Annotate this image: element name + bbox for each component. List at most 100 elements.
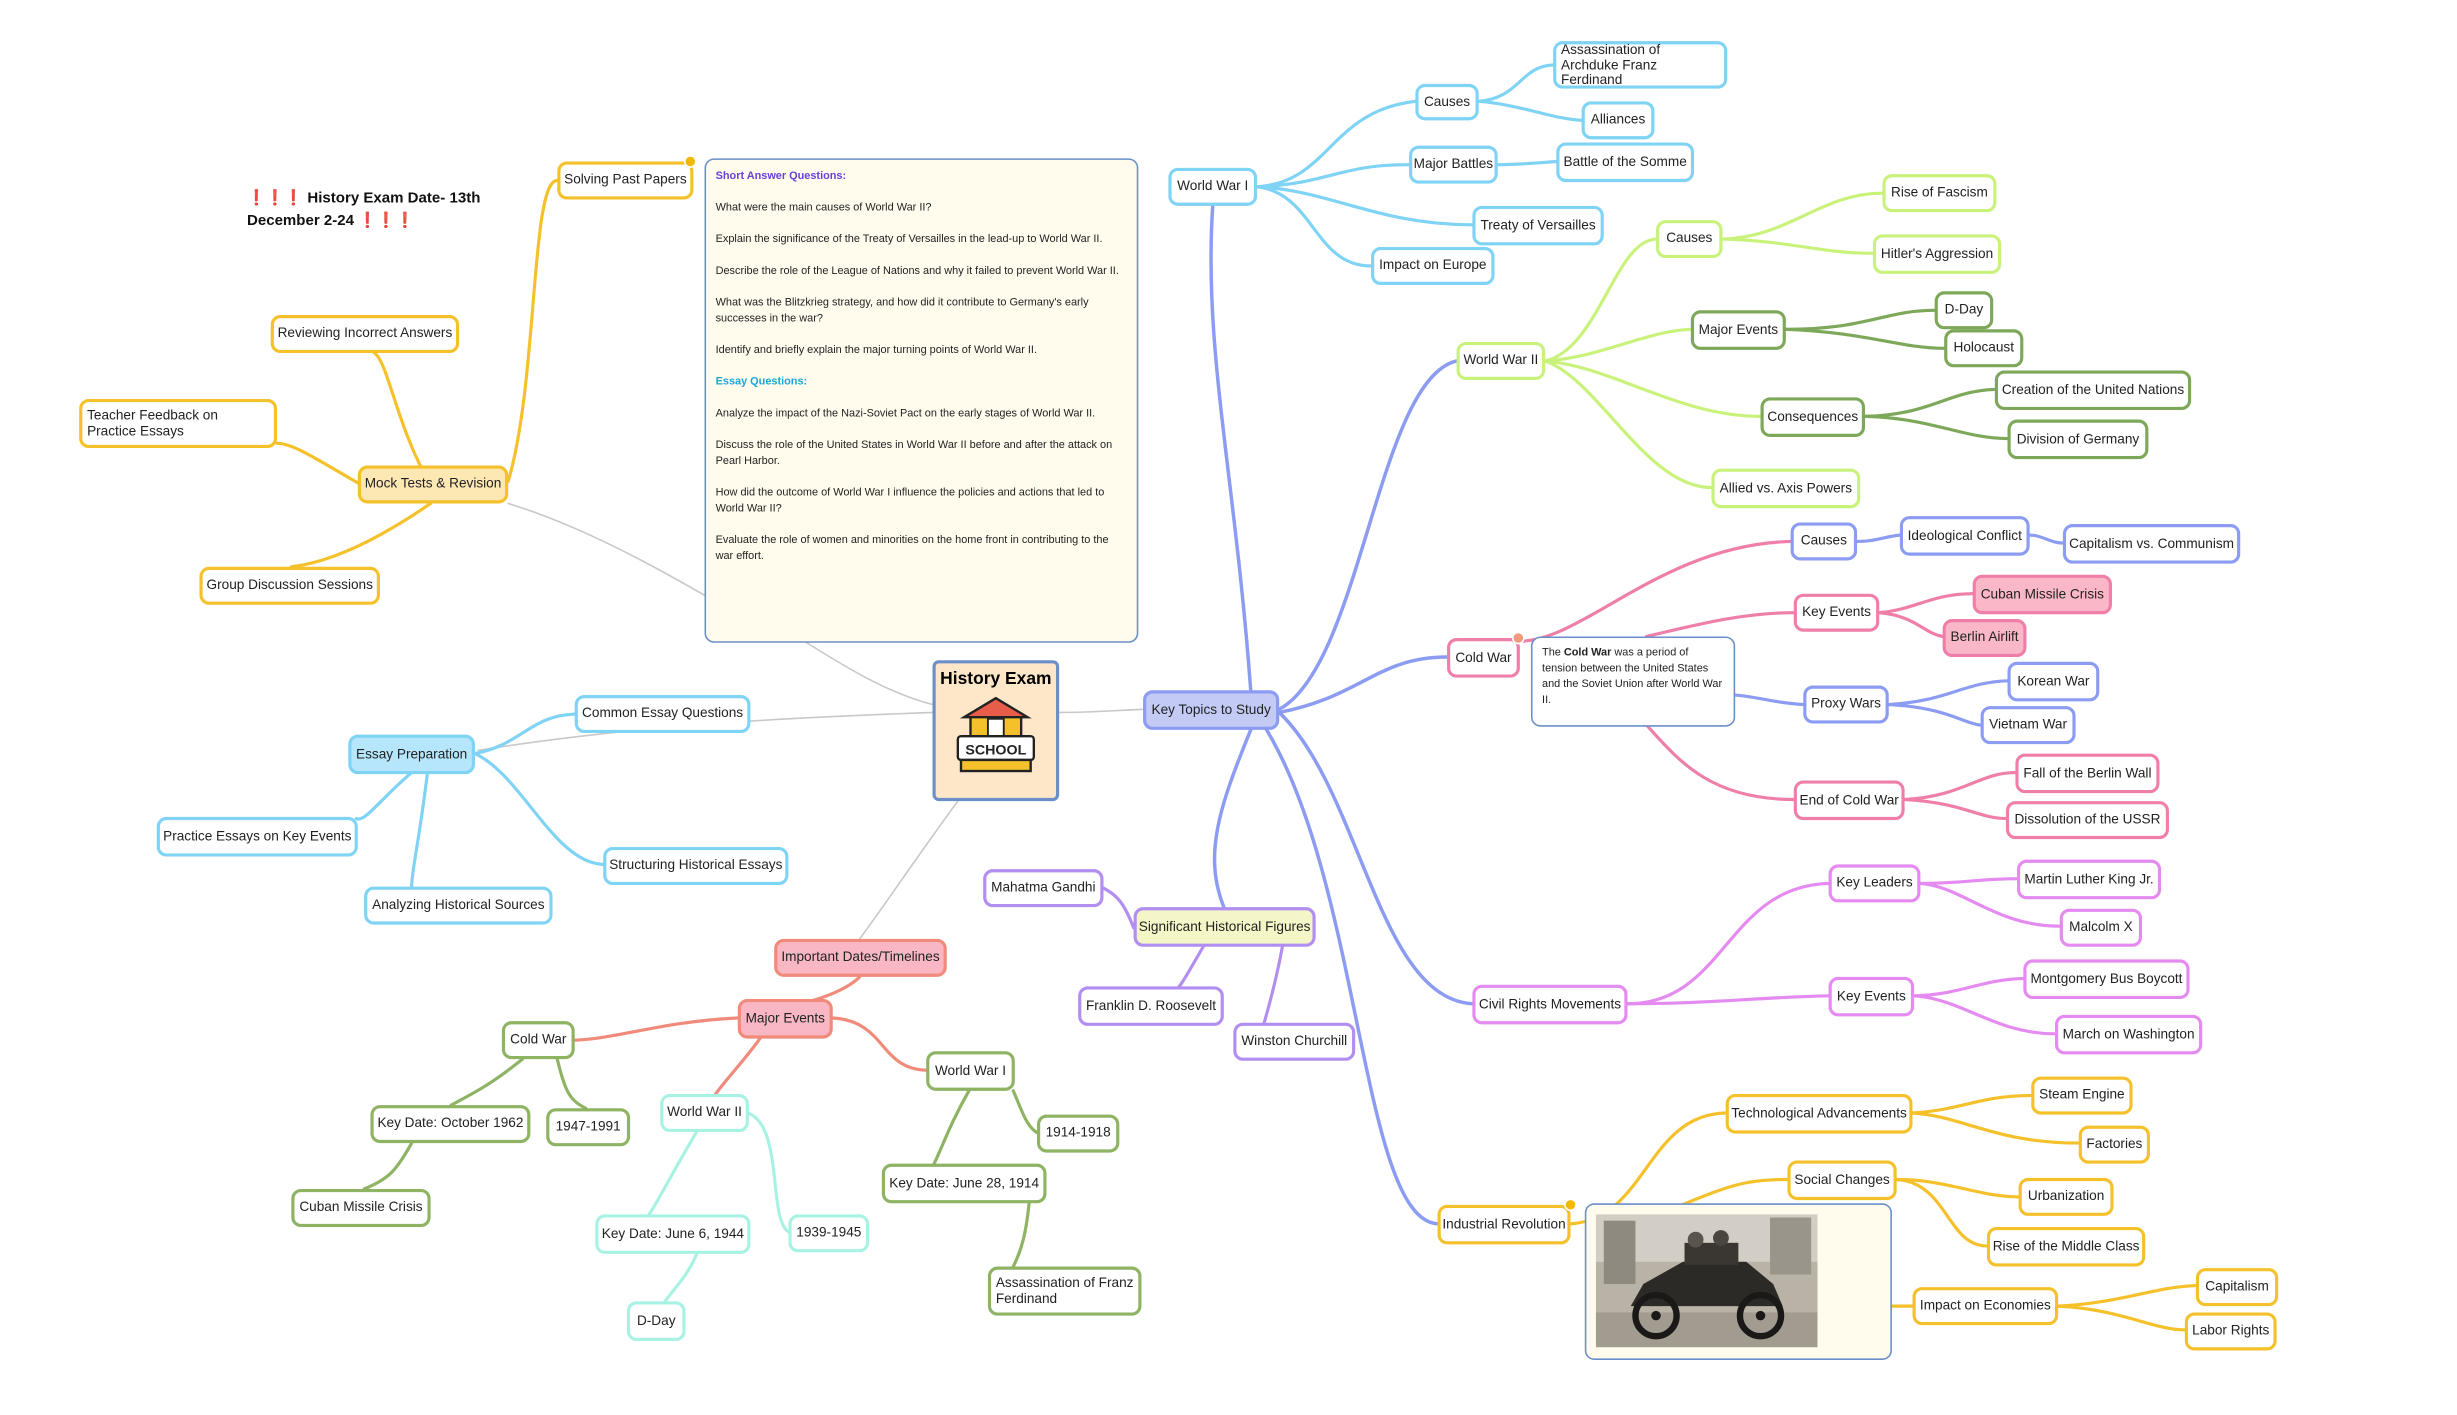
dates-cuban-crisis[interactable]: Cuban Missile Crisis	[291, 1188, 431, 1227]
cold-war-berlin-airlift[interactable]: Berlin Airlift	[1942, 619, 2027, 658]
group-discussion[interactable]: Group Discussion Sessions	[199, 566, 380, 605]
exam-date-text: History Exam Date- 13th December 2-24	[246, 189, 481, 230]
cold-war-capitalism[interactable]: Capitalism vs. Communism	[2062, 524, 2241, 564]
dates-ww1-key-date[interactable]: Key Date: June 28, 1914	[881, 1163, 1047, 1204]
common-essay-questions[interactable]: Common Essay Questions	[574, 695, 751, 734]
short-answer-heading: Short Answer Questions:	[715, 170, 847, 183]
dates-cold-war[interactable]: Cold War	[501, 1021, 575, 1060]
analyzing-sources[interactable]: Analyzing Historical Sources	[364, 886, 553, 925]
ww1-node[interactable]: World War I	[1168, 167, 1258, 206]
ww2-hitler-aggression[interactable]: Hitler's Aggression	[1872, 234, 2002, 274]
dates-ww2-key-date[interactable]: Key Date: June 6, 1944	[595, 1214, 751, 1254]
ww1-impact[interactable]: Impact on Europe	[1371, 246, 1495, 285]
reviewing-incorrect-answers[interactable]: Reviewing Incorrect Answers	[270, 315, 460, 354]
cold-war-note: The Cold War was a period of tension bet…	[1530, 636, 1736, 727]
cold-war-berlin-wall[interactable]: Fall of the Berlin Wall	[2015, 753, 2160, 794]
cold-war-key-events[interactable]: Key Events	[1793, 593, 1880, 632]
short-question-2: Explain the significance of the Treaty o…	[715, 234, 1103, 246]
ww2-rise-of-fascism[interactable]: Rise of Fascism	[1882, 174, 1997, 213]
cold-war-causes[interactable]: Causes	[1790, 522, 1858, 561]
figure-gandhi[interactable]: Mahatma Gandhi	[983, 869, 1104, 908]
branch-mock-tests[interactable]: Mock Tests & Revision	[357, 465, 509, 504]
essay-questions-heading: Essay Questions:	[715, 376, 808, 388]
industrial-labor-rights[interactable]: Labor Rights	[2184, 1312, 2277, 1351]
dates-ww1-years[interactable]: 1914-1918	[1036, 1114, 1120, 1153]
civil-key-events[interactable]: Key Events	[1828, 976, 1915, 1017]
dates-ww2[interactable]: World War II	[660, 1093, 749, 1132]
dates-ww1[interactable]: World War I	[926, 1051, 1015, 1091]
civil-malcolm[interactable]: Malcolm X	[2059, 908, 2143, 947]
civil-bus-boycott[interactable]: Montgomery Bus Boycott	[2023, 959, 2190, 999]
industrial-economies[interactable]: Impact on Economies	[1912, 1287, 2059, 1326]
industrial-urbanization[interactable]: Urbanization	[2018, 1177, 2114, 1216]
ww2-node[interactable]: World War II	[1456, 341, 1546, 380]
cold-war-node[interactable]: Cold War	[1447, 638, 1520, 678]
essay-question-1: Analyze the impact of the Nazi-Soviet Pa…	[715, 408, 1096, 420]
branch-solving-past-papers[interactable]: Solving Past Papers	[557, 161, 694, 200]
industrial-capitalism[interactable]: Capitalism	[2195, 1268, 2279, 1307]
teacher-feedback[interactable]: Teacher Feedback on Practice Essays	[79, 398, 278, 449]
figure-churchill[interactable]: Winston Churchill	[1233, 1022, 1356, 1061]
alert-marks-left: ❗❗❗	[246, 189, 304, 208]
civil-key-leaders[interactable]: Key Leaders	[1828, 864, 1921, 903]
root-title: History Exam	[940, 669, 1052, 689]
ww1-treaty[interactable]: Treaty of Versailles	[1472, 205, 1604, 246]
civil-rights-node[interactable]: Civil Rights Movements	[1472, 984, 1628, 1025]
civil-march[interactable]: March on Washington	[2054, 1014, 2203, 1055]
ww1-alliances[interactable]: Alliances	[1581, 101, 1655, 140]
cold-war-note-post: was a period of tension between the Unit…	[1542, 647, 1723, 707]
root-node[interactable]: History Exam SCHOOL	[932, 660, 1060, 802]
ww1-major-battles[interactable]: Major Battles	[1409, 145, 1498, 184]
cold-war-ideological[interactable]: Ideological Conflict	[1899, 516, 2030, 556]
industrial-social[interactable]: Social Changes	[1787, 1160, 1897, 1201]
cold-war-end[interactable]: End of Cold War	[1793, 780, 1905, 821]
cold-war-vietnam[interactable]: Vietnam War	[1980, 706, 2076, 745]
dates-cold-years[interactable]: 1947-1991	[546, 1108, 631, 1147]
ww1-somme[interactable]: Battle of the Somme	[1556, 142, 1695, 183]
cold-war-cuban-crisis[interactable]: Cuban Missile Crisis	[1972, 574, 2112, 615]
dates-cold-key-date[interactable]: Key Date: October 1962	[370, 1105, 531, 1144]
short-question-5: Identify and briefly explain the major t…	[715, 345, 1037, 357]
cold-war-connector-dot	[1511, 631, 1525, 645]
cold-war-note-bold: Cold War	[1563, 647, 1612, 659]
cold-war-korean[interactable]: Korean War	[2007, 661, 2100, 702]
essay-question-2: Discuss the role of the United States in…	[715, 440, 1113, 468]
school-building-icon: SCHOOL	[956, 696, 1036, 773]
ww2-allied-axis[interactable]: Allied vs. Axis Powers	[1711, 468, 1861, 509]
ww2-dday[interactable]: D-Day	[1934, 291, 1994, 330]
dates-dday[interactable]: D-Day	[626, 1301, 686, 1341]
civil-mlk[interactable]: Martin Luther King Jr.	[2016, 859, 2162, 900]
vintage-car-photo	[1595, 1214, 1818, 1348]
ww2-united-nations[interactable]: Creation of the United Nations	[1994, 370, 2192, 411]
short-question-3: Describe the role of the League of Natio…	[715, 265, 1119, 278]
industrial-tech[interactable]: Technological Advancements	[1725, 1093, 1913, 1134]
ww2-causes[interactable]: Causes	[1656, 220, 1723, 259]
branch-essay-preparation[interactable]: Essay Preparation	[348, 734, 475, 775]
practice-essays[interactable]: Practice Essays on Key Events	[156, 816, 358, 857]
branch-important-dates[interactable]: Important Dates/Timelines	[774, 938, 947, 977]
figures-node[interactable]: Significant Historical Figures	[1133, 907, 1316, 947]
school-badge-text: SCHOOL	[965, 742, 1026, 758]
alert-marks-right: ❗❗❗	[358, 211, 415, 230]
exam-date-heading: ❗❗❗ History Exam Date- 13th December 2-2…	[247, 188, 516, 232]
dates-major-events[interactable]: Major Events	[737, 998, 833, 1039]
industrial-factories[interactable]: Factories	[2078, 1125, 2150, 1164]
cold-war-ussr[interactable]: Dissolution of the USSR	[2005, 801, 2169, 840]
ww2-holocaust[interactable]: Holocaust	[1944, 329, 2024, 368]
cold-war-proxy-wars[interactable]: Proxy Wars	[1803, 685, 1889, 724]
dates-ww1-assassination[interactable]: Assassination of Franz Ferdinand	[987, 1266, 1142, 1316]
figure-fdr[interactable]: Franklin D. Roosevelt	[1078, 986, 1224, 1026]
ww1-causes[interactable]: Causes	[1415, 83, 1479, 121]
industrial-node[interactable]: Industrial Revolution	[1437, 1204, 1571, 1245]
industrial-steam[interactable]: Steam Engine	[2031, 1076, 2133, 1115]
ww2-consequences[interactable]: Consequences	[1760, 397, 1866, 437]
ww1-archduke[interactable]: Assassination of Archduke Franz Ferdinan…	[1553, 41, 1728, 89]
ww2-division-germany[interactable]: Division of Germany	[2007, 419, 2149, 460]
dates-ww2-years[interactable]: 1939-1945	[788, 1214, 870, 1253]
industrial-middle-class[interactable]: Rise of the Middle Class	[1986, 1226, 2146, 1267]
structuring-essays[interactable]: Structuring Historical Essays	[603, 847, 789, 886]
branch-key-topics[interactable]: Key Topics to Study	[1143, 690, 1280, 730]
ww2-major-events[interactable]: Major Events	[1690, 310, 1786, 350]
